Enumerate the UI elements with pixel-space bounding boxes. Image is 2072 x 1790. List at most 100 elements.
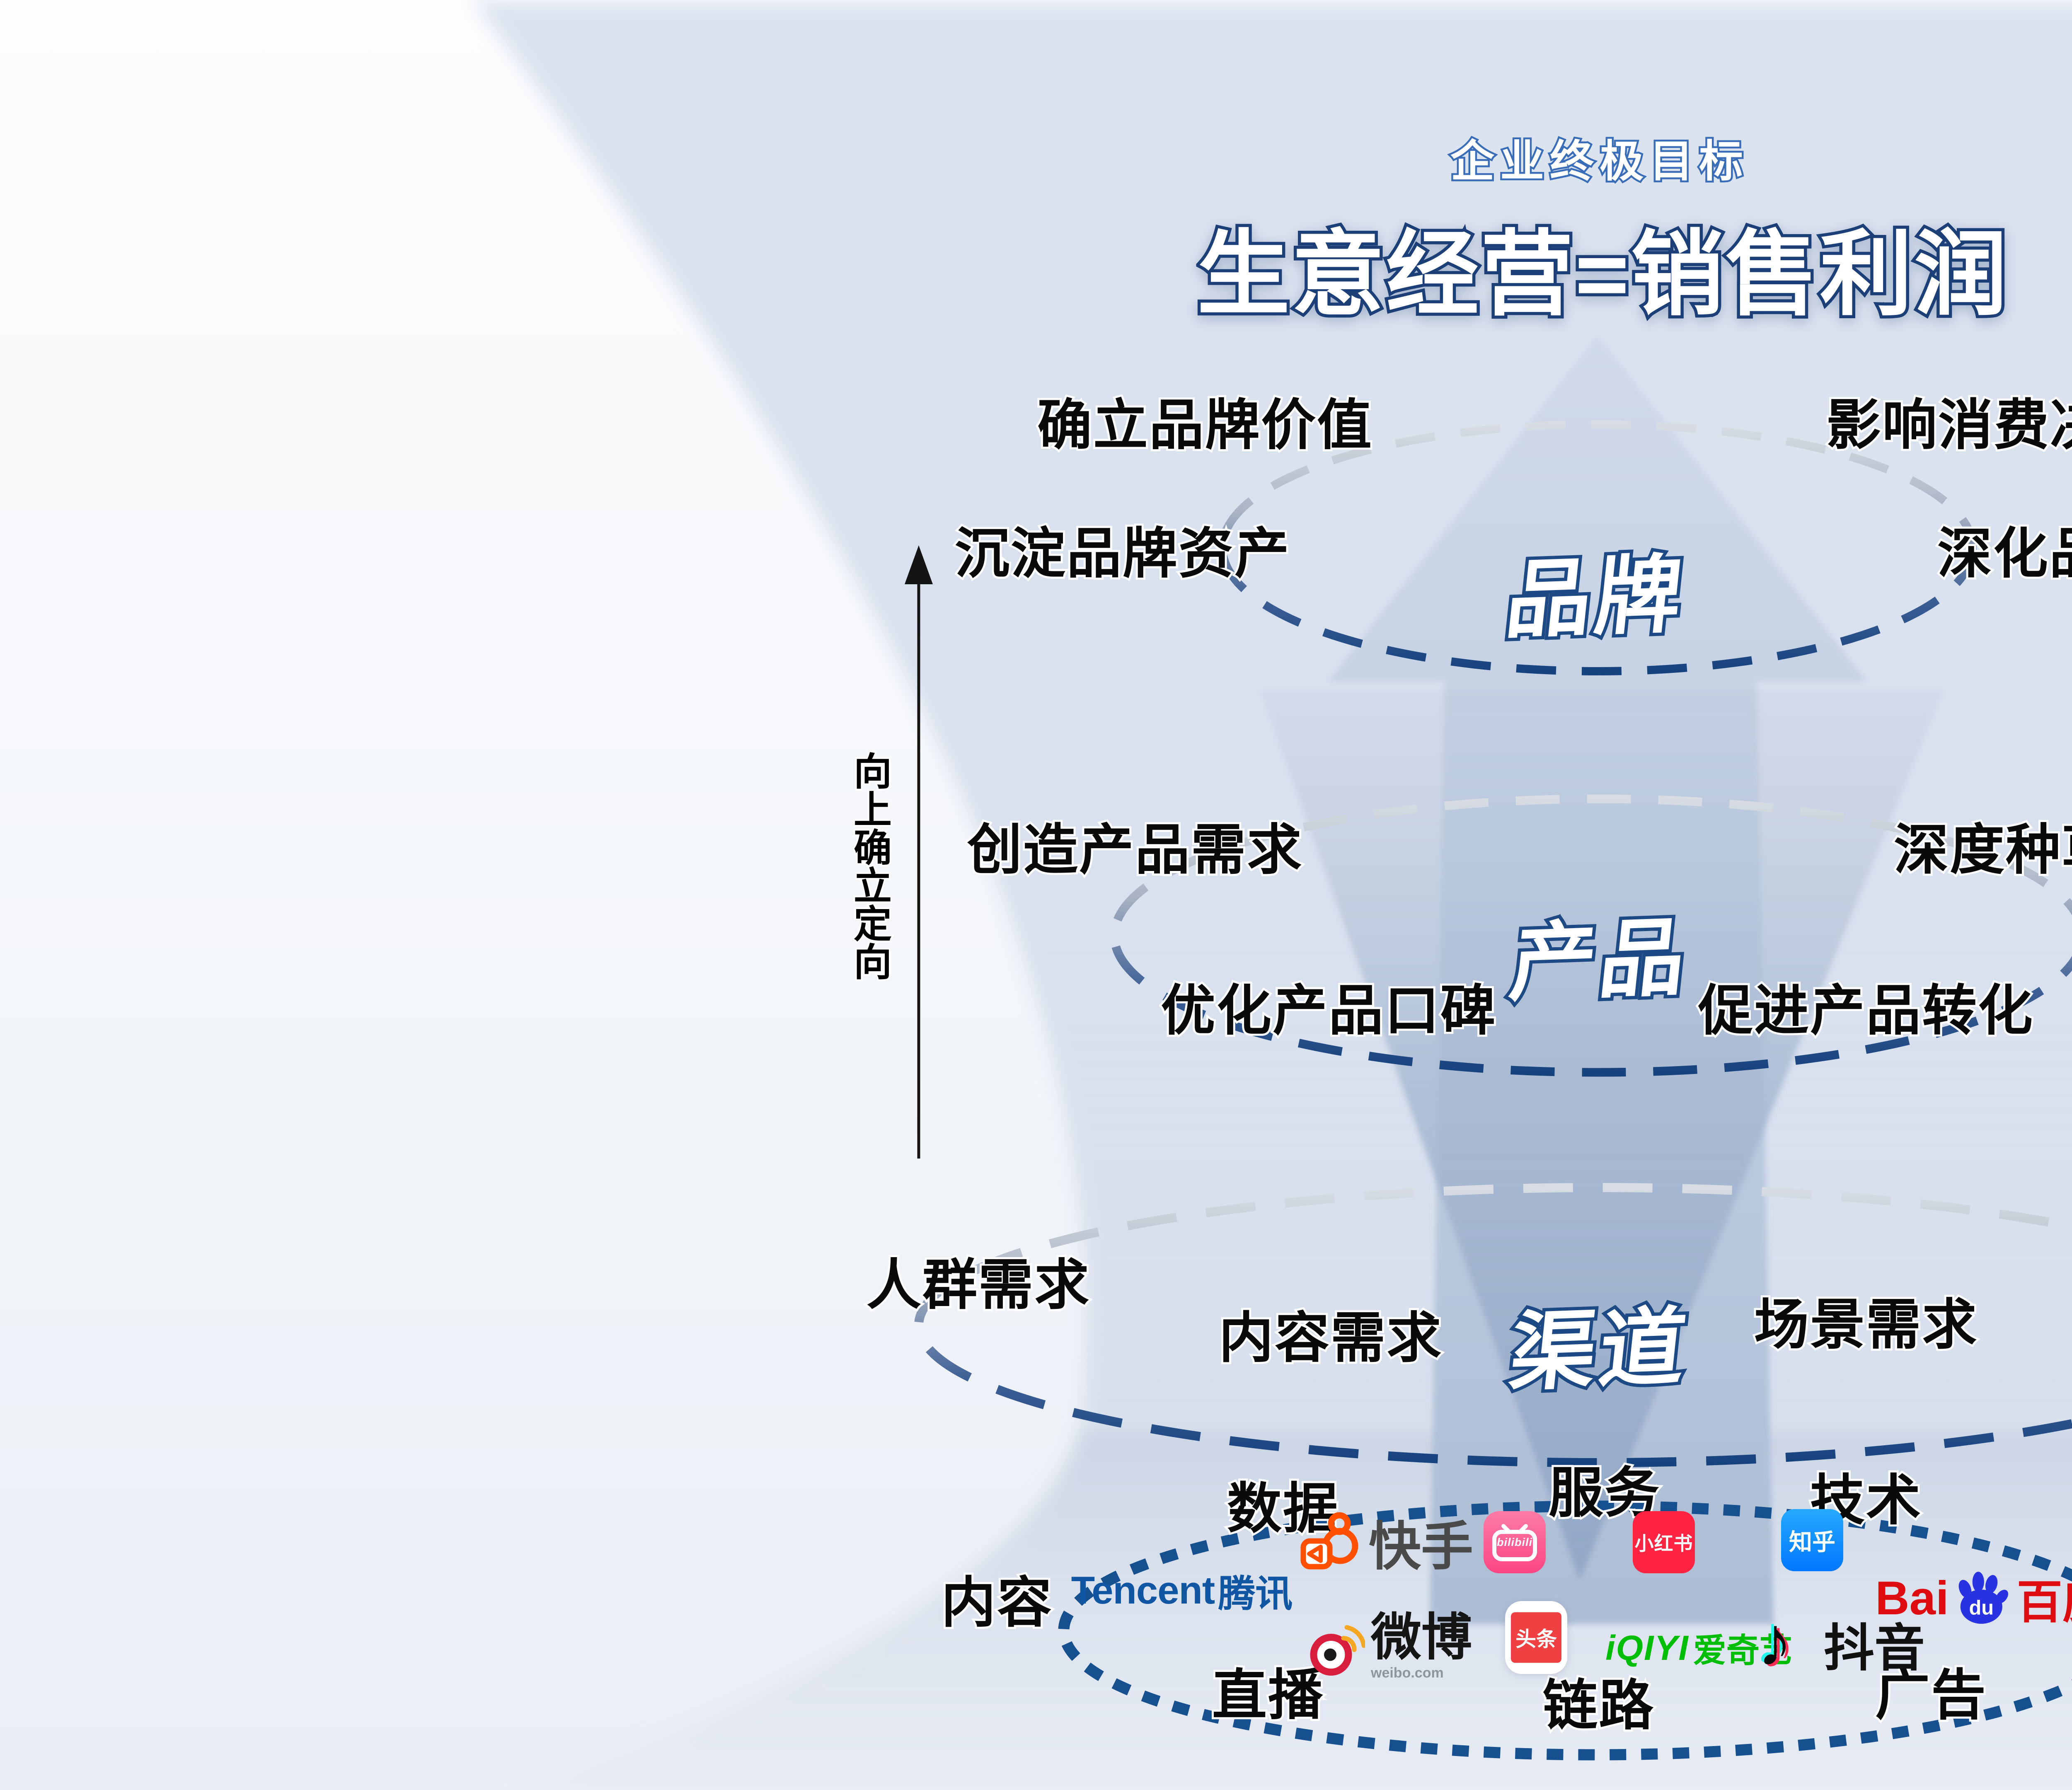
main-title: 生意经营=销售利润 生意经营=销售利润 xyxy=(1194,199,2010,334)
platform-baidu: Bai du 百度 xyxy=(1875,1565,2072,1631)
label-text: 场景需求 xyxy=(1754,1294,1978,1355)
eyebrow-title-outline: 企业终极目标 xyxy=(1449,135,1749,188)
brand-bottom-left-label: 沉淀品牌资产沉淀品牌资产 xyxy=(953,510,1291,589)
label-text: 内容需求 xyxy=(1219,1307,1443,1369)
douyin-note-icon: ♪ ♪ ♪ xyxy=(1755,1602,1820,1682)
platform-weibo: 微博 weibo.com xyxy=(1303,1612,1472,1681)
iqiyi-wordmark-cn: 爱奇艺 xyxy=(1693,1632,1793,1669)
label-text: 广告 xyxy=(1875,1664,1987,1726)
platform-toutiao: 头条 xyxy=(1505,1601,1567,1674)
product-ring xyxy=(1110,794,2072,1077)
label-halo: 内容需求 xyxy=(1217,1306,1443,1371)
label-text: 人群需求 xyxy=(867,1254,1090,1316)
baidu-paw-icon: du xyxy=(1959,1572,2009,1624)
ring-label-link: 链路链路 xyxy=(1541,1662,1656,1741)
main-title-outline: 生意经营=销售利润 xyxy=(1194,220,2010,329)
label-text: 内容 xyxy=(941,1572,1053,1633)
label-text: 深化品牌形象 xyxy=(1937,523,2072,584)
main-title-text: 生意经营=销售利润 xyxy=(1197,223,2009,327)
product-bottom-left-label: 优化产品口碑优化产品口碑 xyxy=(1159,967,1497,1046)
label-halo: 影响消费决策 xyxy=(1824,393,2072,458)
label-halo: 链路 xyxy=(1541,1673,1656,1738)
baidu-wordmark-bai: Bai xyxy=(1875,1572,1949,1625)
weibo-wordmark: 微博 xyxy=(1371,1609,1472,1666)
ring-label-data: 数据数据 xyxy=(1225,1465,1340,1544)
product-level-label: 产品 产品 xyxy=(1502,888,1697,1018)
label-text: 链路 xyxy=(1543,1675,1655,1736)
bilibili-wordmark: bilibili xyxy=(1497,1536,1532,1548)
platform-kuaishou: 快手 xyxy=(1299,1505,1473,1580)
kuaishou-wordmark: 快手 xyxy=(1369,1517,1473,1576)
label-halo: 人群需求 xyxy=(864,1253,1091,1318)
label-halo: 确立品牌价值 xyxy=(1035,393,1374,458)
label-halo: 沉淀品牌资产 xyxy=(953,521,1291,586)
label-halo: 优化产品口碑 xyxy=(1159,978,1497,1043)
toutiao-wordmark: 头条 xyxy=(1515,1628,1557,1651)
zhihu-wordmark: 知乎 xyxy=(1789,1529,1835,1555)
label-text: 创造产品需求 xyxy=(967,819,1303,880)
ring-label-advertising: 广告广告 xyxy=(1873,1651,1988,1730)
platform-douyin: ♪ ♪ ♪ 抖音 xyxy=(1755,1602,1925,1682)
baidu-wordmark-cn: 百度 xyxy=(2016,1577,2072,1628)
brand-bottom-right-label: 深化品牌形象深化品牌形象 xyxy=(1935,510,2072,589)
label-halo: 数据 xyxy=(1225,1476,1340,1541)
channel-right-label: 场景需求场景需求 xyxy=(1752,1281,1979,1360)
brand-level-label: 品牌 品牌 xyxy=(1498,525,1693,655)
label-text: 沉淀品牌资产 xyxy=(955,523,1290,584)
channel-level-text: 渠道 xyxy=(1506,1299,1694,1401)
product-level-text: 产品 xyxy=(1506,910,1694,1011)
label-text: 深度种草产品 xyxy=(1894,819,2072,880)
left-annotation-text: 向上确立定向 xyxy=(848,751,891,980)
label-text: 数据 xyxy=(1227,1478,1339,1539)
ring-label-livestream: 直播直播 xyxy=(1210,1651,1325,1730)
channel-far-left-label: 人群需求人群需求 xyxy=(864,1241,1091,1320)
label-text: 优化产品口碑 xyxy=(1161,980,1496,1041)
platform-zhihu: 知乎 xyxy=(1781,1509,1843,1571)
left-annotation-halo: 向上确立定向 xyxy=(847,750,892,982)
tencent-wordmark-cn: 腾讯 xyxy=(1218,1573,1293,1615)
down-wedge-shape xyxy=(1260,690,1944,1581)
bilibili-tv-icon xyxy=(1492,1524,1537,1561)
platform-tencent: Tencent 腾讯 xyxy=(1071,1563,1293,1617)
label-halo: 内容 xyxy=(939,1570,1054,1635)
label-text: 直播 xyxy=(1212,1664,1324,1726)
label-halo: 场景需求 xyxy=(1752,1292,1979,1357)
channel-level-label: 渠道 渠道 xyxy=(1502,1278,1697,1408)
product-top-right-label: 深度种草产品深度种草产品 xyxy=(1892,806,2072,885)
label-text: 影响消费决策 xyxy=(1826,394,2072,456)
platform-xiaohongshu: 小红书 xyxy=(1633,1511,1695,1573)
label-halo: 创造产品需求 xyxy=(965,818,1304,883)
xiaohongshu-wordmark: 小红书 xyxy=(1634,1533,1693,1554)
label-halo: 广告 xyxy=(1873,1663,1988,1728)
brand-ring xyxy=(1218,420,1977,675)
left-vertical-annotation: 向上确立定向 向上确立定向 xyxy=(842,750,897,982)
label-halo: 直播 xyxy=(1210,1663,1325,1728)
channel-left-label: 内容需求内容需求 xyxy=(1217,1294,1443,1373)
kuaishou-icon xyxy=(1300,1512,1358,1570)
eyebrow-title: 企业终极目标 企业终极目标 xyxy=(1449,126,1749,189)
baidu-du-text: du xyxy=(1969,1596,1994,1619)
brand-top-left-label: 确立品牌价值确立品牌价值 xyxy=(1035,381,1374,460)
platform-iqiyi: iQIYI 爱奇艺 xyxy=(1605,1624,1792,1672)
weibo-domain-text: weibo.com xyxy=(1371,1665,1444,1681)
product-top-left-label: 创造产品需求创造产品需求 xyxy=(965,806,1304,885)
platform-bilibili: bilibili xyxy=(1484,1511,1546,1573)
up-direction-arrow xyxy=(905,545,933,1159)
ring-label-content: 内容内容 xyxy=(939,1559,1054,1638)
brand-top-right-label: 影响消费决策影响消费决策 xyxy=(1824,381,2072,460)
label-text: 促进产品转化 xyxy=(1698,980,2034,1041)
label-text: 确立品牌价值 xyxy=(1037,394,1373,456)
iqiyi-wordmark-en: iQIYI xyxy=(1605,1628,1689,1667)
eyebrow-title-text: 企业终极目标 xyxy=(1450,137,1749,186)
toutiao-red-tile: 头条 xyxy=(1511,1612,1561,1663)
weibo-icon xyxy=(1310,1625,1365,1676)
label-halo: 深度种草产品 xyxy=(1892,818,2072,883)
douyin-note-black: ♪ xyxy=(1757,1602,1792,1680)
label-halo: 深化品牌形象 xyxy=(1935,521,2072,586)
douyin-note-pink: ♪ xyxy=(1760,1604,1795,1682)
label-halo: 促进产品转化 xyxy=(1696,978,2035,1043)
douyin-wordmark: 抖音 xyxy=(1824,1620,1925,1676)
product-bottom-right-label: 促进产品转化促进产品转化 xyxy=(1696,967,2035,1046)
